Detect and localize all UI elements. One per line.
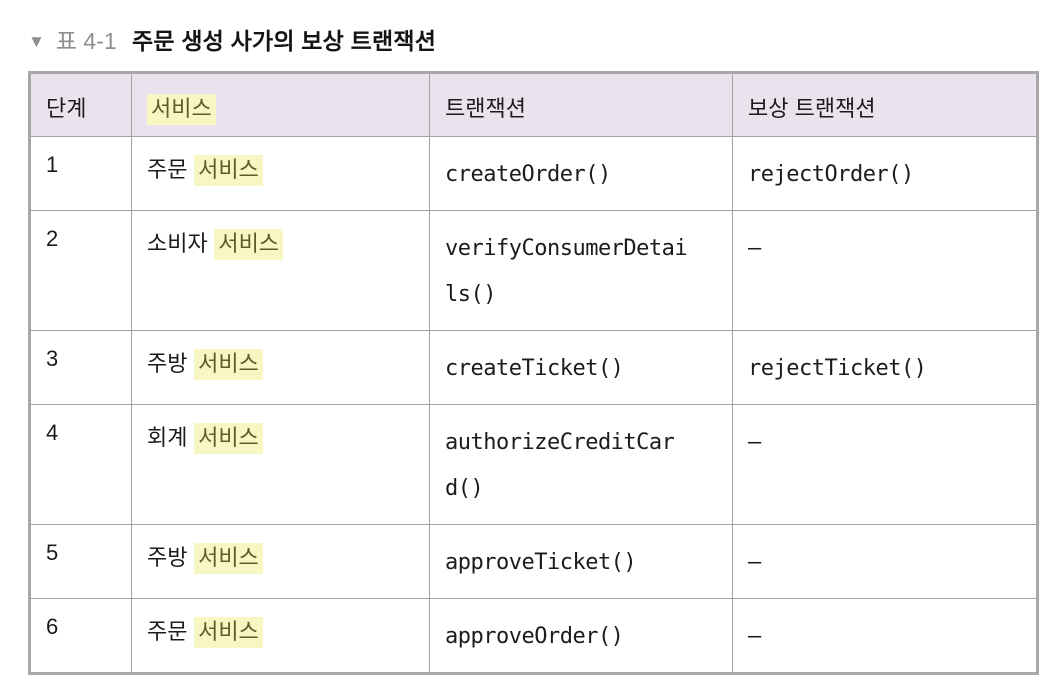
transaction-cell: approveTicket() bbox=[429, 524, 733, 599]
step-cell: 1 bbox=[29, 136, 132, 211]
table-caption-label: 표 4-1 bbox=[55, 28, 117, 54]
table-caption: ▼ 표 4-1 주문 생성 사가의 보상 트랜잭션 bbox=[28, 26, 436, 57]
service-name: 소비자 bbox=[147, 231, 208, 256]
search-highlight: 서비스 bbox=[194, 543, 263, 574]
triangle-marker-icon: ▼ bbox=[28, 32, 45, 51]
table-header-row: 단계 서비스 트랜잭션 보상 트랜잭션 bbox=[29, 72, 1038, 137]
service-name: 주문 bbox=[147, 157, 188, 182]
transaction-cell: createTicket() bbox=[429, 330, 733, 405]
table-caption-title: 주문 생성 사가의 보상 트랜잭션 bbox=[132, 28, 437, 54]
transaction-cell: verifyConsumerDetai ls() bbox=[429, 210, 733, 331]
transaction-cell: createOrder() bbox=[429, 136, 733, 211]
compensating-transaction-cell: – bbox=[732, 598, 1038, 674]
compensating-transaction-cell: rejectOrder() bbox=[732, 136, 1038, 211]
step-cell: 2 bbox=[29, 210, 132, 331]
search-highlight: 서비스 bbox=[194, 349, 263, 380]
transaction-cell: authorizeCreditCar d() bbox=[429, 404, 733, 525]
step-cell: 6 bbox=[29, 598, 132, 674]
search-highlight: 서비스 bbox=[194, 617, 263, 648]
search-highlight: 서비스 bbox=[194, 423, 263, 454]
transaction-cell: approveOrder() bbox=[429, 598, 733, 674]
step-cell: 5 bbox=[29, 524, 132, 599]
search-highlight: 서비스 bbox=[194, 155, 263, 186]
search-highlight: 서비스 bbox=[214, 229, 284, 260]
step-cell: 3 bbox=[29, 330, 132, 405]
step-cell: 4 bbox=[29, 404, 132, 525]
col-header-transaction: 트랜잭션 bbox=[429, 72, 733, 137]
service-name: 회계 bbox=[147, 425, 188, 450]
service-name: 주문 bbox=[147, 619, 188, 644]
service-name: 주방 bbox=[147, 545, 188, 570]
compensating-transaction-cell: rejectTicket() bbox=[732, 330, 1038, 405]
col-header-compensating-transaction: 보상 트랜잭션 bbox=[732, 72, 1038, 137]
compensating-transaction-cell: – bbox=[732, 524, 1038, 599]
compensating-transaction-cell: – bbox=[732, 404, 1038, 525]
compensating-transaction-cell: – bbox=[732, 210, 1038, 331]
service-name: 주방 bbox=[147, 351, 188, 376]
col-header-service: 서비스 bbox=[131, 72, 430, 137]
col-header-step: 단계 bbox=[29, 72, 132, 137]
search-highlight: 서비스 bbox=[147, 94, 216, 125]
